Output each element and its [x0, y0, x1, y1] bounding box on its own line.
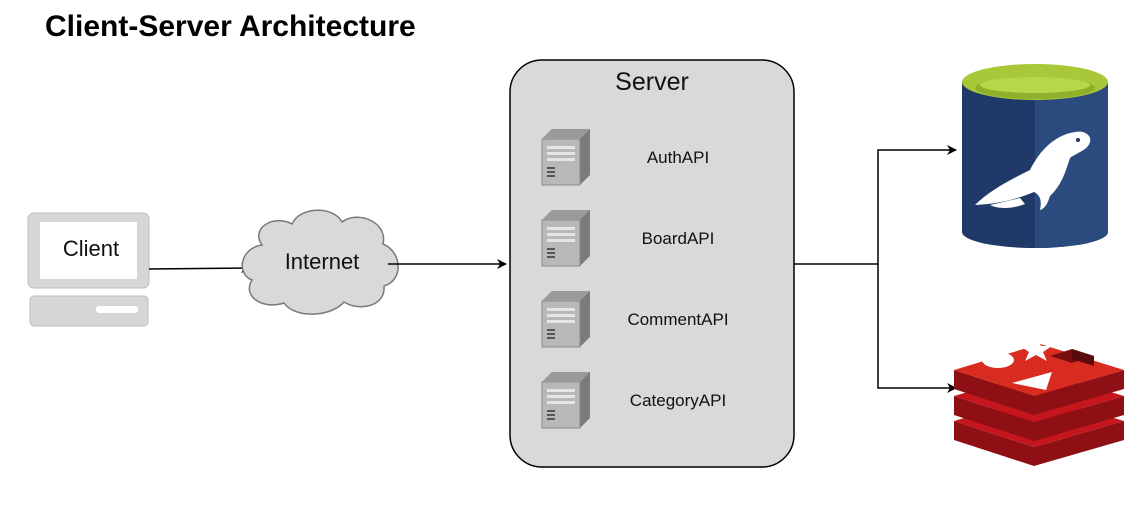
server-label: Server [615, 68, 689, 96]
server-tower-icon [541, 290, 591, 348]
api-label-auth: AuthAPI [646, 148, 710, 167]
computer-icon [27, 212, 150, 327]
cloud-icon [241, 209, 399, 315]
client-label: Client [62, 236, 120, 261]
server-tower-icon [541, 128, 591, 186]
server-tower-icon [541, 209, 591, 267]
api-label-category: CategoryAPI [629, 391, 727, 410]
internet-label: Internet [284, 249, 360, 274]
mariadb-icon [962, 64, 1108, 248]
page-title: Client-Server Architecture [45, 10, 416, 43]
connector-server-cache [877, 264, 957, 393]
api-label-comment: CommentAPI [627, 310, 729, 329]
redis-icon [954, 337, 1124, 466]
server-tower-icon [541, 371, 591, 429]
connector-server-database [794, 145, 957, 265]
connector-client-internet [148, 263, 251, 274]
api-label-board: BoardAPI [641, 229, 715, 248]
